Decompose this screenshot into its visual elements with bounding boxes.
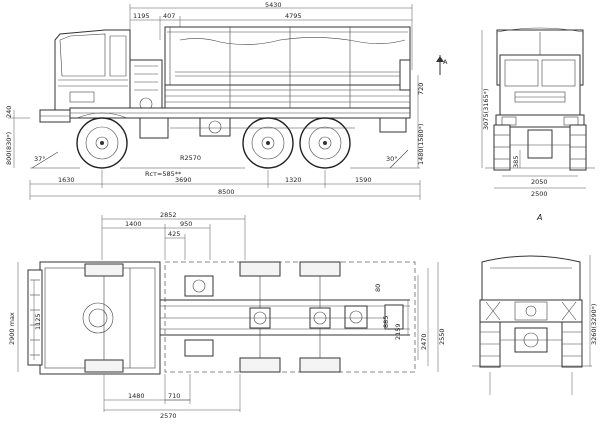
cab-top <box>39 261 161 375</box>
dim-385: 385 <box>512 156 520 168</box>
top-front-left-wheel <box>84 263 124 277</box>
cargo-body <box>164 84 411 110</box>
dim-950: 950 <box>180 220 192 228</box>
dim-3690: 3690 <box>175 176 192 184</box>
dim-240: 240 <box>5 106 13 118</box>
dim-2470: 2470 <box>420 333 428 350</box>
front-cab <box>499 54 581 116</box>
dim-3260-3290: 3260(3290*) <box>590 304 598 345</box>
dim-407: 407 <box>163 12 175 20</box>
rear-view: A 3260(3290*) <box>472 213 598 395</box>
middle-wheel <box>242 117 294 169</box>
dim-1195: 1195 <box>133 12 150 20</box>
dim-2900-max: 2900 max <box>8 312 16 345</box>
dim-80: 80 <box>374 284 382 292</box>
rear-view-title: A <box>536 213 542 222</box>
dim-8500: 8500 <box>218 188 235 196</box>
side-view: 5430 1195 407 4795 A <box>5 1 448 200</box>
ground-radius-label: Rст=585** <box>145 170 182 178</box>
dim-710: 710 <box>168 392 180 400</box>
front-wheel <box>76 112 128 169</box>
dim-885: 885 <box>382 316 390 328</box>
dim-5430: 5430 <box>265 1 282 9</box>
top-front-right-wheel <box>84 359 124 373</box>
top-mid-right-wheel <box>239 357 281 373</box>
front-view: 3075(3165*) 385 2050 2500 <box>481 27 595 198</box>
dim-720: 720 <box>417 83 425 95</box>
top-view: 2852 1400 950 425 <box>8 211 446 420</box>
dim-2550: 2550 <box>438 328 446 345</box>
top-rear-right-wheel <box>299 357 341 373</box>
top-rear-left-wheel <box>299 261 341 277</box>
cargo-canopy <box>164 26 411 86</box>
dim-3075-3165: 3075(3165*) <box>482 89 490 130</box>
section-mark-a: A <box>443 58 448 66</box>
dim-1400: 1400 <box>125 220 142 228</box>
dim-2852: 2852 <box>160 211 177 219</box>
angle-rear: 30° <box>386 155 398 163</box>
angle-front: 37° <box>34 155 46 163</box>
dim-4795: 4795 <box>285 12 302 20</box>
dim-1630: 1630 <box>58 176 75 184</box>
top-mid-left-wheel <box>239 261 281 277</box>
dim-425: 425 <box>168 230 180 238</box>
dim-1480: 1480 <box>128 392 145 400</box>
dim-2570: 2570 <box>160 412 177 420</box>
dim-2050: 2050 <box>531 178 548 186</box>
dim-800-830: 800(830*) <box>5 132 13 165</box>
turn-radius-label: R2570 <box>180 154 201 162</box>
cab <box>54 29 131 111</box>
dim-1590: 1590 <box>355 176 372 184</box>
rear-wheel <box>299 117 351 169</box>
cargo-platform-outline <box>164 261 416 373</box>
dim-1480-1580: 1480(1580*) <box>417 124 425 165</box>
dim-1125: 1125 <box>34 313 42 330</box>
rear-canopy <box>481 255 581 301</box>
dim-1320: 1320 <box>285 176 302 184</box>
dim-2159: 2159 <box>394 323 402 340</box>
dim-2500: 2500 <box>531 190 548 198</box>
